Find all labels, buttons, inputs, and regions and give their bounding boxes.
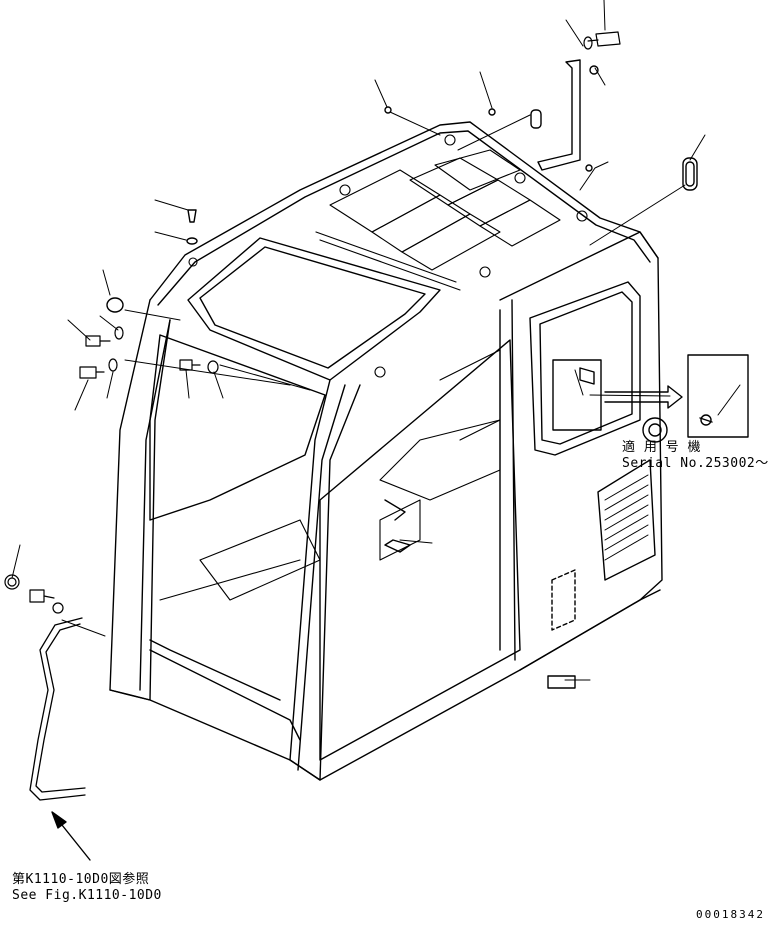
detail-arrow: [604, 385, 683, 409]
bolt-top-right: [583, 31, 621, 50]
cab-floor-frame: [109, 589, 661, 781]
roof-panels: [315, 149, 561, 291]
floor-bracket: [384, 499, 576, 689]
door-opening: [319, 339, 521, 761]
reference-note-line2: See Fig.K1110-10D0: [12, 888, 162, 903]
rear-vent: [597, 459, 656, 581]
side-window-inner: [539, 291, 633, 445]
cab-roof: [149, 121, 659, 301]
grab-handle: [29, 617, 86, 801]
serial-note-line2: Serial No.253002～: [622, 456, 769, 471]
bolts-left-cluster: [79, 326, 219, 379]
mounting-bracket: [537, 59, 581, 171]
reference-arrow: [51, 811, 91, 861]
nut-top: [589, 65, 599, 75]
figure-number: 00018342: [696, 908, 765, 921]
front-pillar-right: [289, 379, 361, 781]
reference-note-line1: 第K1110-10D0図参照: [12, 872, 150, 887]
detail-box-target: [687, 354, 749, 438]
front-pillar-left: [109, 299, 171, 701]
door-hinge-knob: [642, 417, 668, 443]
cap-left: [106, 297, 124, 313]
detail-box-source: [552, 359, 602, 431]
front-window: [149, 334, 326, 521]
rear-vent-louvers: [604, 474, 649, 561]
rear-pillar: [499, 299, 516, 661]
serial-note-line1: 適 用 号 機: [622, 440, 701, 455]
front-pillar-right-inner: [297, 384, 346, 771]
side-window: [529, 281, 641, 456]
roof-bolts: [188, 134, 588, 378]
figure-reference-note: 第K1110-10D0図参照 See Fig.K1110-10D0: [12, 872, 162, 904]
cab-assembly: [109, 121, 663, 781]
handle-bolts: [4, 574, 64, 614]
seal-ring-small: [530, 109, 542, 129]
floor-inner: [149, 639, 301, 741]
sunroof-glass: [199, 246, 426, 369]
serial-applicability-note: 適 用 号 機 Serial No.253002～: [622, 440, 769, 472]
leader-lines: [11, 0, 741, 681]
front-pillar-left-inner: [139, 319, 171, 691]
seal-ring-large: [682, 157, 698, 191]
roof-screw: [384, 106, 593, 172]
bolt-left-upper: [186, 209, 198, 245]
sunroof-frame: [187, 237, 441, 381]
